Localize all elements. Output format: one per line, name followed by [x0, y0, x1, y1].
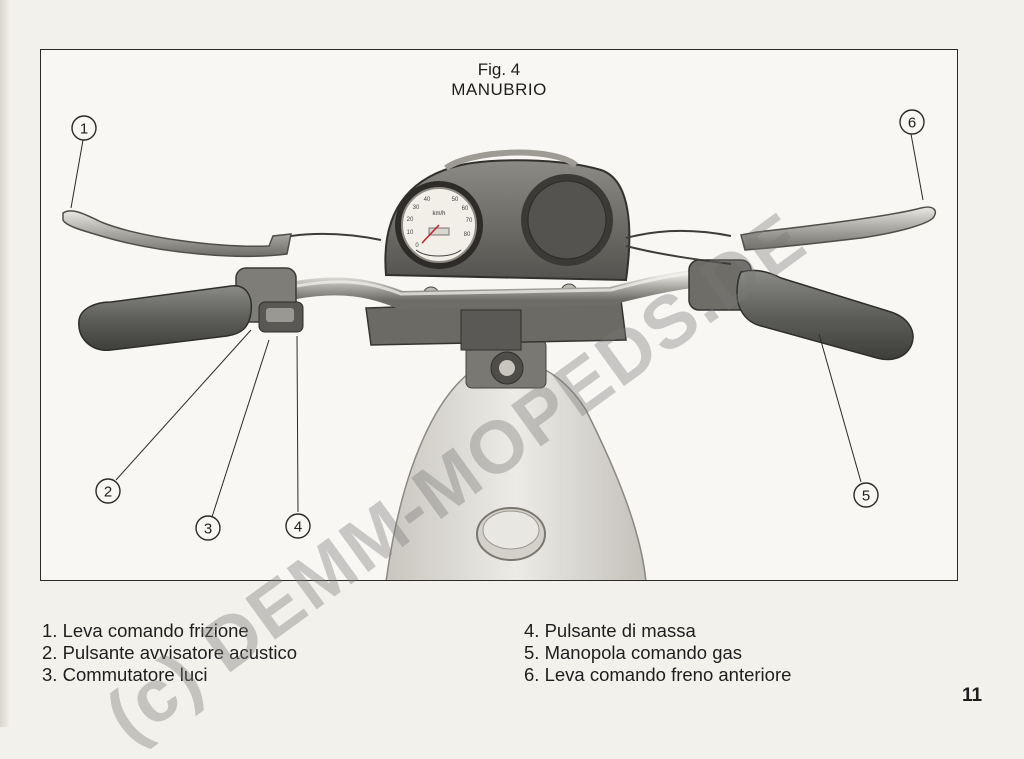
callout-2: 2	[95, 478, 121, 504]
caption-number: 3.	[42, 664, 58, 685]
svg-text:5: 5	[862, 488, 870, 505]
left-grip	[78, 285, 253, 351]
callout-4: 4	[285, 513, 311, 539]
caption-number: 1.	[42, 620, 58, 641]
caption-number: 2.	[42, 642, 58, 663]
figure-frame: km/h 0 10 20 30 40 50 60 70 80	[40, 49, 958, 581]
right-grip	[736, 269, 914, 361]
svg-text:30: 30	[413, 205, 420, 211]
svg-text:2: 2	[104, 484, 112, 501]
svg-text:3: 3	[204, 521, 212, 538]
caption-item: 6. Leva comando freno anteriore	[524, 664, 791, 686]
caption-list-right: 4. Pulsante di massa 5. Manopola comando…	[524, 620, 791, 686]
page-number: 11	[962, 685, 983, 706]
clutch-lever	[62, 210, 292, 257]
caption-item: 1. Leva comando frizione	[42, 620, 297, 642]
caption-number: 4.	[524, 620, 540, 641]
callout-6: 6	[899, 109, 925, 135]
svg-text:20: 20	[407, 217, 414, 223]
svg-text:70: 70	[466, 218, 473, 224]
svg-text:60: 60	[462, 206, 469, 212]
figure-number: Fig. 4	[477, 60, 521, 79]
page-edge-shadow	[0, 0, 10, 727]
caption-item: 2. Pulsante avvisatore acustico	[42, 642, 297, 664]
callout-5: 5	[853, 482, 879, 508]
callout-1: 1	[71, 115, 97, 141]
svg-text:6: 6	[908, 115, 916, 132]
caption-number: 6.	[524, 664, 540, 685]
svg-text:10: 10	[407, 230, 414, 236]
speedometer-scale: 0 10 20 30 40 50 60 70 80	[407, 197, 473, 249]
caption-text: Pulsante di massa	[544, 620, 696, 641]
caption-text: Pulsante avvisatore acustico	[62, 642, 298, 663]
caption-text: Commutatore luci	[62, 664, 208, 685]
caption-item: 3. Commutatore luci	[42, 664, 297, 686]
caption-text: Leva comando frizione	[62, 620, 249, 641]
svg-text:km/h: km/h	[432, 211, 445, 217]
caption-text: Manopola comando gas	[544, 642, 743, 663]
handlebar-tube	[287, 266, 740, 310]
svg-text:4: 4	[294, 519, 302, 536]
caption-text: Leva comando freno anteriore	[544, 664, 792, 685]
svg-text:80: 80	[464, 232, 471, 238]
callout-3: 3	[195, 515, 221, 541]
svg-text:40: 40	[424, 197, 431, 203]
caption-number: 5.	[524, 642, 540, 663]
handlebar-illustration: km/h 0 10 20 30 40 50 60 70 80	[62, 109, 937, 580]
caption-item: 5. Manopola comando gas	[524, 642, 791, 664]
leader-lines	[70, 133, 924, 521]
figure-title: MANUBRIO	[451, 80, 547, 99]
svg-text:50: 50	[452, 197, 459, 203]
front-brake-lever	[740, 206, 937, 251]
svg-text:0: 0	[415, 243, 419, 249]
svg-text:1: 1	[80, 121, 88, 138]
caption-item: 4. Pulsante di massa	[524, 620, 791, 642]
caption-list-left: 1. Leva comando frizione 2. Pulsante avv…	[42, 620, 297, 686]
